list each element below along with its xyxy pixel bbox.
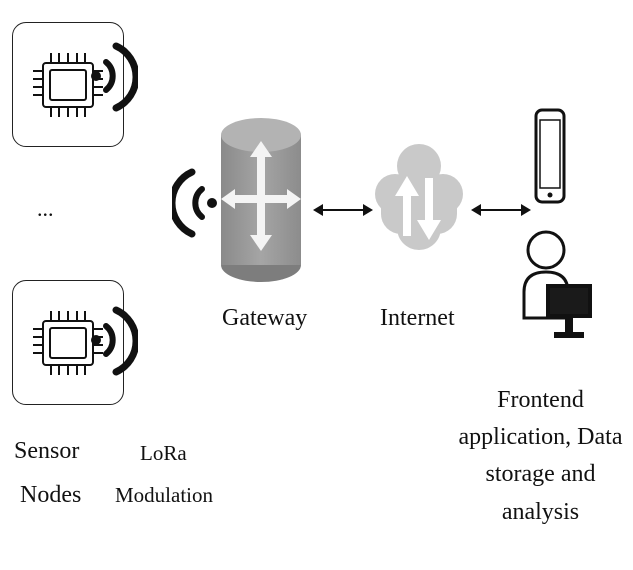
- internet-label: Internet: [380, 305, 455, 331]
- wireless-signal-icon: [91, 306, 138, 376]
- chip-icon: [33, 311, 103, 375]
- frontend-label-line: storage and: [485, 461, 596, 488]
- frontend-label-line: Frontend: [497, 387, 584, 413]
- sensor-node-bottom: [12, 280, 124, 405]
- sensor-nodes-label-line2: Nodes: [20, 482, 82, 508]
- sensor-node-top: [12, 22, 124, 147]
- router-icon: [221, 118, 301, 282]
- bidirectional-arrow-icon: [471, 204, 531, 216]
- lora-label-line1: LoRa: [140, 441, 187, 465]
- gateway-label: Gateway: [222, 305, 308, 331]
- sensor-nodes-label-line1: Sensor: [14, 438, 80, 464]
- user-computer-icon: [522, 230, 592, 338]
- chip-icon: [33, 53, 103, 117]
- cloud-icon: [375, 144, 463, 250]
- wireless-signal-icon: [172, 168, 217, 238]
- wireless-signal-icon: [91, 42, 138, 112]
- frontend-label-line: analysis: [501, 498, 580, 525]
- frontend-label-line: application, Data: [458, 424, 623, 451]
- nodes-ellipsis: ...: [37, 196, 54, 221]
- smartphone-icon: [534, 108, 566, 204]
- frontend-label: Frontend application, Data storage and a…: [448, 382, 633, 531]
- lora-label-line2: Modulation: [115, 483, 213, 507]
- bidirectional-arrow-icon: [313, 204, 373, 216]
